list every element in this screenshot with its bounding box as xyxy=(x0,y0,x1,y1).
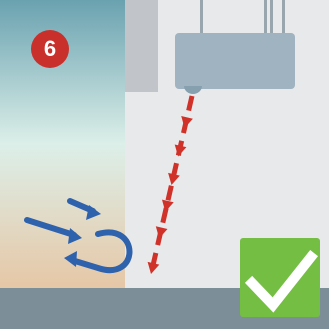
ceiling-projector-icon xyxy=(175,33,295,94)
ceiling-column xyxy=(125,0,158,92)
step-badge xyxy=(31,30,69,68)
checkmark-icon xyxy=(240,238,320,317)
